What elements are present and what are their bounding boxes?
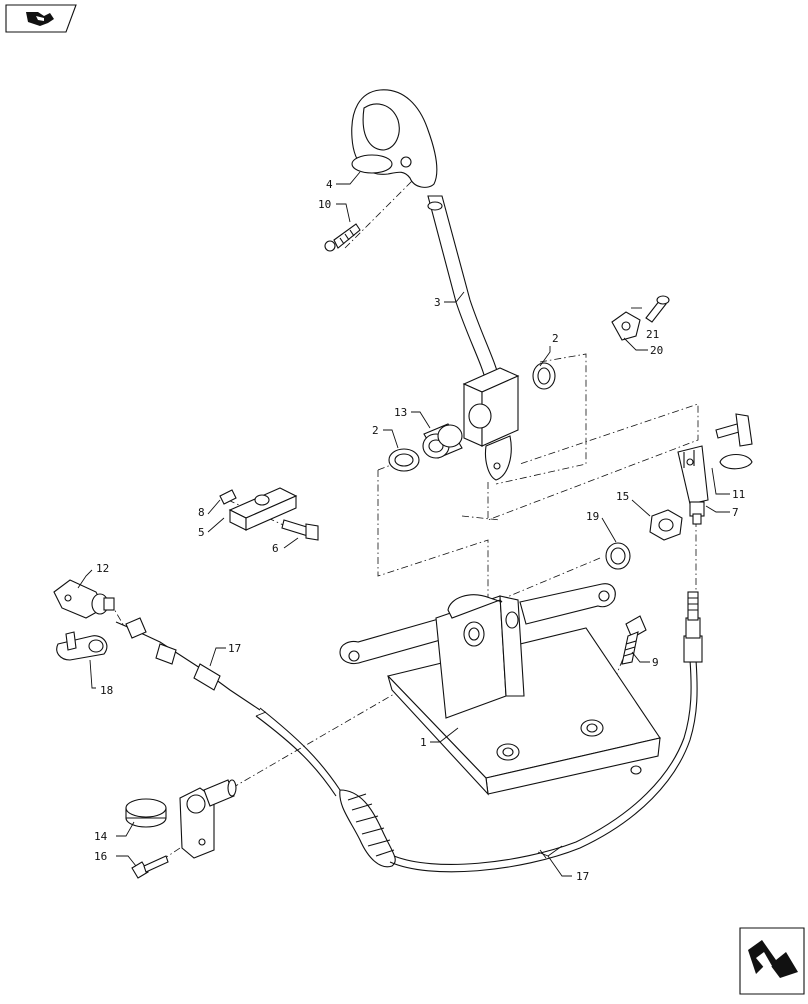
callout-12: 12 — [96, 562, 109, 575]
screw-6[interactable] — [281, 519, 319, 541]
callout-10: 10 — [318, 198, 331, 211]
clip-20[interactable] — [611, 311, 641, 341]
clevis-7[interactable] — [677, 445, 709, 525]
washer-2-lower[interactable] — [388, 448, 420, 472]
callout-4: 4 — [326, 178, 333, 191]
bolt-10[interactable] — [324, 223, 361, 252]
clamp-5[interactable] — [228, 487, 298, 531]
arrow-back-icon — [26, 12, 54, 26]
leader-lines — [77, 171, 730, 877]
callout-18: 18 — [100, 684, 113, 697]
callout-21: 21 — [646, 328, 659, 341]
callout-7: 7 — [732, 506, 739, 519]
callout-1: 1 — [420, 736, 427, 749]
screw-16[interactable] — [131, 855, 169, 879]
pin-8[interactable] — [219, 489, 237, 505]
callout-5: 5 — [198, 526, 205, 539]
pivot-bracket[interactable] — [179, 779, 237, 859]
callout-15: 15 — [616, 490, 629, 503]
callout-8: 8 — [198, 506, 205, 519]
callout-14: 14 — [94, 830, 108, 843]
control-cable-17[interactable] — [115, 591, 703, 873]
bracket-1[interactable] — [339, 583, 661, 796]
prev-page-button[interactable] — [5, 4, 77, 33]
nut-15[interactable] — [649, 509, 683, 541]
callout-2b: 2 — [372, 424, 379, 437]
washer-2-upper[interactable] — [532, 362, 556, 390]
retainer-18[interactable] — [56, 631, 108, 661]
callout-17a: 17 — [228, 642, 241, 655]
next-page-button[interactable] — [739, 927, 805, 995]
callout-19: 19 — [586, 510, 599, 523]
clevis-12[interactable] — [53, 579, 115, 619]
bolt-9[interactable] — [621, 615, 647, 665]
callout-17b: 17 — [576, 870, 589, 883]
bushing-13[interactable] — [422, 423, 463, 459]
callout-6: 6 — [272, 542, 279, 555]
callout-2a: 2 — [552, 332, 559, 345]
callout-9: 9 — [652, 656, 659, 669]
callout-16: 16 — [94, 850, 107, 863]
callouts: 4 10 3 2 13 2 21 20 11 7 15 19 8 5 6 12 … — [94, 178, 745, 883]
shift-knob[interactable] — [351, 89, 438, 188]
pin-11[interactable] — [715, 413, 753, 470]
arrow-forward-icon — [748, 940, 798, 978]
washer-19[interactable] — [605, 542, 631, 570]
shift-lever[interactable] — [427, 195, 520, 481]
screw-21[interactable] — [645, 295, 670, 323]
callout-11: 11 — [732, 488, 745, 501]
callout-20: 20 — [650, 344, 663, 357]
callout-3: 3 — [434, 296, 441, 309]
callout-13: 13 — [394, 406, 407, 419]
cap-14[interactable] — [125, 798, 167, 828]
